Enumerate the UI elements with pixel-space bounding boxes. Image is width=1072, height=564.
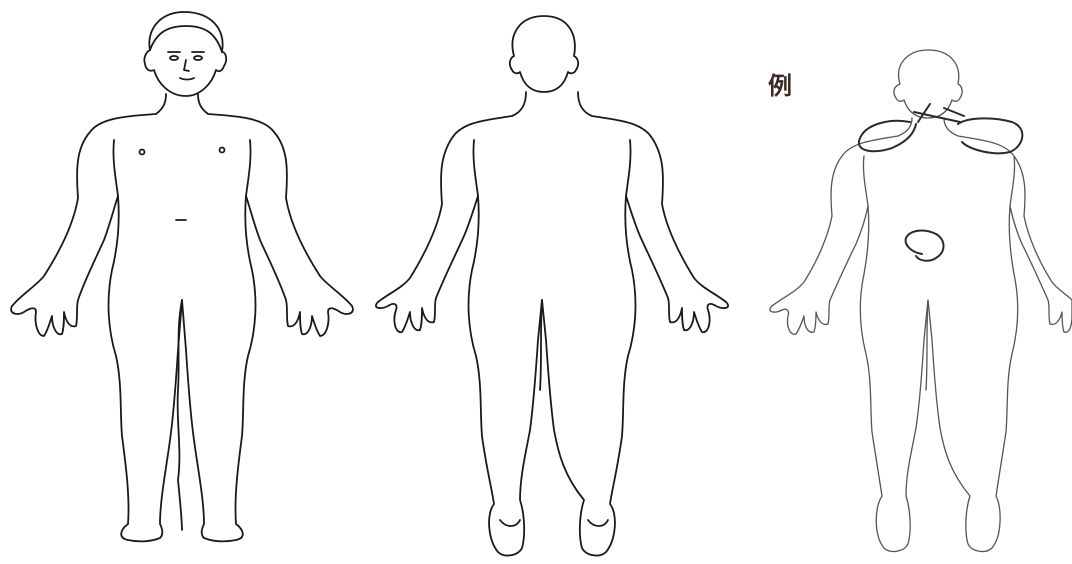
front-eye-right (194, 56, 202, 60)
right-shoulder-circle (958, 118, 1022, 153)
lower-back-circle (906, 231, 944, 261)
back-heels (500, 520, 608, 526)
body-back-figure (376, 16, 728, 555)
example-arm-inner-right (1010, 156, 1015, 206)
body-front-figure (11, 12, 353, 541)
front-nipple-right (220, 148, 225, 153)
example-body-outline (770, 118, 1072, 551)
example-label: 例 (768, 66, 792, 101)
neck-cross-mark (914, 104, 964, 122)
example-arm-inner-left (863, 156, 868, 206)
back-arm-inner-right (626, 140, 631, 196)
front-head-icon (144, 12, 226, 96)
front-mouth (180, 78, 194, 80)
front-hair-line (150, 26, 222, 52)
left-shoulder-circle (859, 121, 916, 151)
body-back-example-figure (770, 50, 1072, 551)
front-arm-inner-left (113, 140, 118, 196)
front-nipple-left (140, 150, 145, 155)
back-body-outline (376, 92, 728, 555)
front-body-outline (11, 94, 353, 541)
back-arm-inner-left (473, 140, 478, 196)
front-eye-left (170, 56, 178, 60)
back-head-icon (510, 16, 578, 92)
front-nose (184, 60, 189, 71)
front-arm-inner-right (246, 140, 251, 196)
